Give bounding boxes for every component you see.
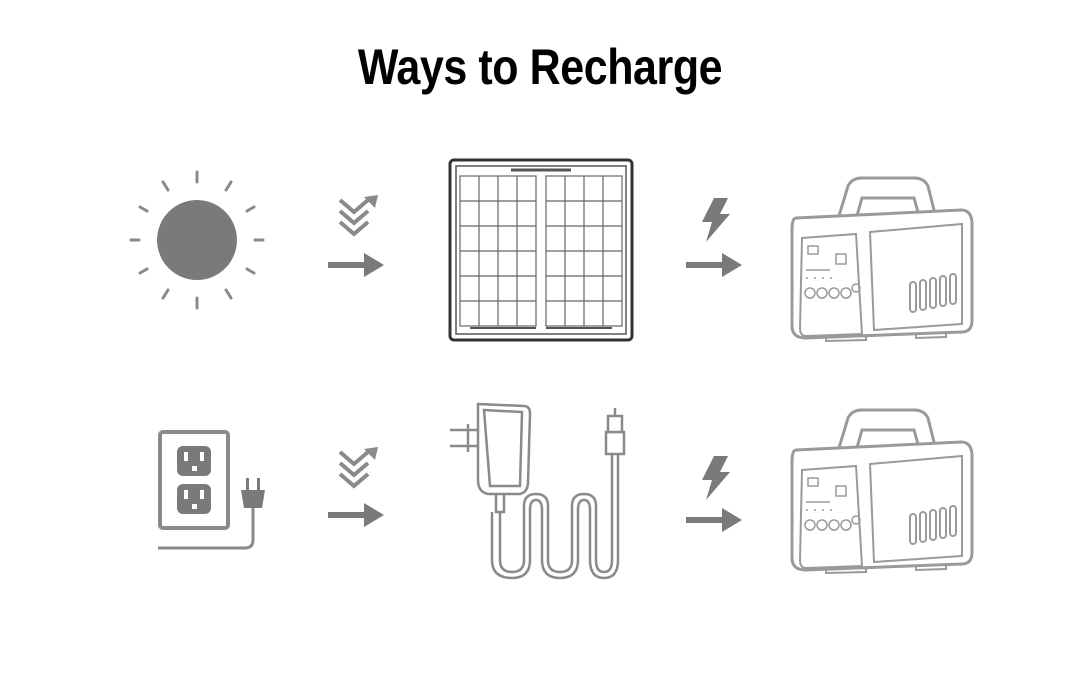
portable-power-station-icon [790,408,974,575]
arrow-right-icon [686,508,742,532]
portable-power-station-icon [790,176,974,343]
ac-adapter-icon [450,402,626,580]
arrow-right-icon [328,253,384,277]
arrow-right-icon [328,503,384,527]
chevron-arrows-icon [338,445,380,488]
lightning-bolt-icon [702,198,730,242]
page-title: Ways to Recharge [357,39,723,95]
chevron-arrows-icon [338,193,380,236]
arrow-right-icon [686,253,742,277]
sun-icon [129,170,265,310]
wall-outlet-plug-icon [158,430,265,550]
lightning-bolt-icon [702,456,730,500]
solar-panel-icon [448,158,634,342]
